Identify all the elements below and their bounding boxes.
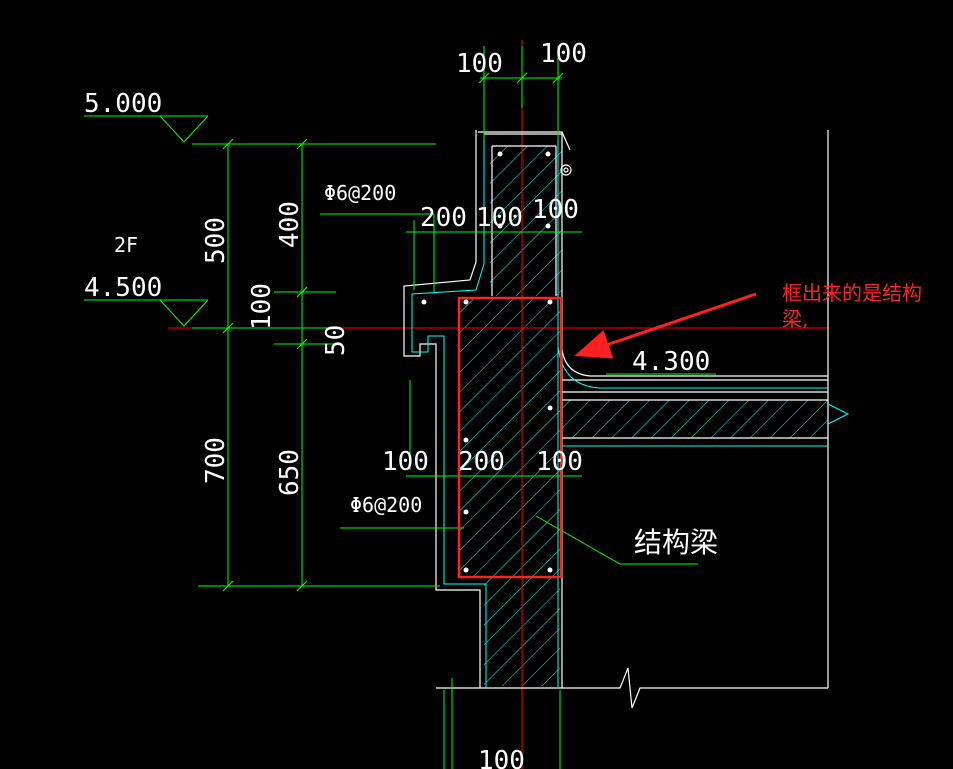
dim-inner-100: 100 — [247, 283, 277, 330]
dim-left-500: 500 — [201, 217, 231, 264]
annotation-line-1: 框出来的是结构 — [782, 281, 922, 305]
dimension-lines — [84, 46, 716, 769]
dim-inner-50: 50 — [321, 325, 351, 356]
structural-beam-label: 结构梁 — [634, 526, 718, 559]
dim-low-200: 200 — [458, 447, 505, 477]
elevation-slab: 4.300 — [632, 347, 710, 377]
beam-highlight-box — [457, 296, 563, 579]
dim-low-100a: 100 — [382, 447, 429, 477]
rebar-texts: Φ6@200 Φ6@200 — [324, 181, 422, 517]
dim-mid-100a: 100 — [476, 203, 523, 233]
dimension-ticks — [222, 72, 564, 592]
dim-bottom: 100 — [478, 746, 525, 769]
dim-inner-400: 400 — [275, 201, 305, 248]
elevation-texts: 5.000 4.500 4.300 — [84, 89, 710, 377]
concrete-hatching — [460, 146, 828, 686]
elevation-second: 4.500 — [84, 273, 162, 303]
dim-inner-650: 650 — [275, 449, 305, 496]
annotation-arrow — [574, 292, 757, 359]
dim-top-left: 100 — [456, 49, 503, 79]
parapet-hatch — [490, 146, 562, 296]
slab-hatch — [562, 400, 828, 438]
rebar-dots — [421, 151, 553, 573]
dim-mid-100b: 100 — [532, 195, 579, 225]
dimension-texts: 100 100 200 100 100 100 200 100 100 500 … — [201, 39, 587, 769]
dim-left-700: 700 — [201, 437, 231, 484]
annotation-line-2: 梁, — [782, 307, 808, 331]
rebar-upper: Φ6@200 — [324, 181, 396, 205]
dim-top-right: 100 — [540, 39, 587, 69]
elevation-top: 5.000 — [84, 89, 162, 119]
dim-mid-200: 200 — [420, 203, 467, 233]
annotation-note: 框出来的是结构 梁, — [782, 281, 922, 331]
dim-low-100b: 100 — [536, 447, 583, 477]
membrane-lines — [411, 138, 850, 688]
beam-hatch — [460, 298, 562, 578]
floor-label: 2F — [114, 233, 138, 257]
rebar-lower: Φ6@200 — [350, 493, 422, 517]
